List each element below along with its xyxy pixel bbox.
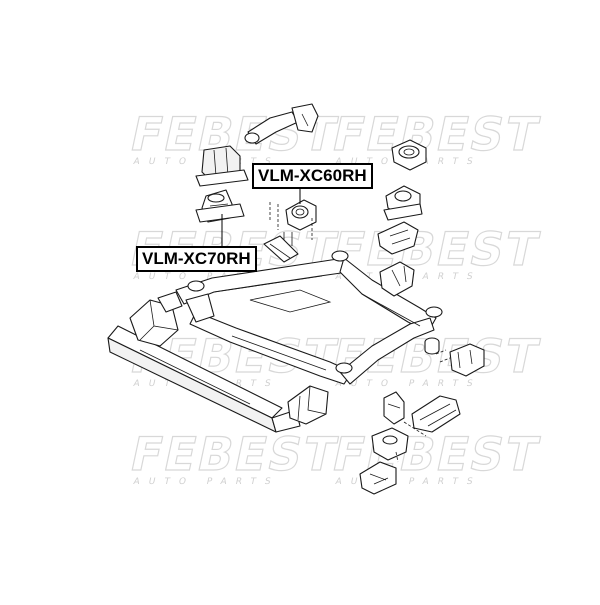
svg-text:AUTO PARTS: AUTO PARTS xyxy=(334,379,482,389)
svg-text:FEBEST: FEBEST xyxy=(328,107,545,160)
svg-text:FEBEST: FEBEST xyxy=(328,427,545,480)
subframe-bushing-3 xyxy=(425,306,443,318)
subframe xyxy=(175,250,443,385)
front-bumper-beam xyxy=(107,325,301,433)
svg-text:AUTO PARTS: AUTO PARTS xyxy=(334,477,482,487)
callout-xc60-label: VLM-XC60RH xyxy=(258,166,367,185)
transmission-mount-upper xyxy=(195,145,249,187)
svg-text:FEBEST: FEBEST xyxy=(328,222,545,275)
rear-mount-assembly xyxy=(359,391,461,495)
svg-text:AUTO PARTS: AUTO PARTS xyxy=(132,272,280,282)
watermark-8: FEBEST AUTO PARTS xyxy=(327,427,545,487)
left-bracket xyxy=(129,291,183,347)
watermark-6: FEBEST AUTO PARTS xyxy=(327,329,545,389)
right-mount-stack xyxy=(377,139,427,297)
right-bracket-bolts xyxy=(435,343,485,377)
torque-rod xyxy=(244,103,319,145)
engine-mount-xc70 xyxy=(195,189,245,223)
svg-text:FEBEST: FEBEST xyxy=(126,427,343,480)
engine-mount-xc60 xyxy=(263,199,317,263)
small-bushing xyxy=(424,337,440,355)
callout-xc60: VLM-XC60RH xyxy=(252,163,373,189)
subframe-bushing-2 xyxy=(331,250,349,262)
right-front-bracket xyxy=(287,385,329,425)
watermark-2: FEBEST AUTO PARTS xyxy=(327,107,545,167)
svg-text:AUTO PARTS: AUTO PARTS xyxy=(132,477,280,487)
watermark-7: FEBEST AUTO PARTS xyxy=(125,427,343,487)
callout-xc70: VLM-XC70RH xyxy=(136,246,257,272)
subframe-bushing-4 xyxy=(335,362,353,374)
callout-xc70-label: VLM-XC70RH xyxy=(142,249,251,268)
subframe-bushing-1 xyxy=(187,280,205,292)
